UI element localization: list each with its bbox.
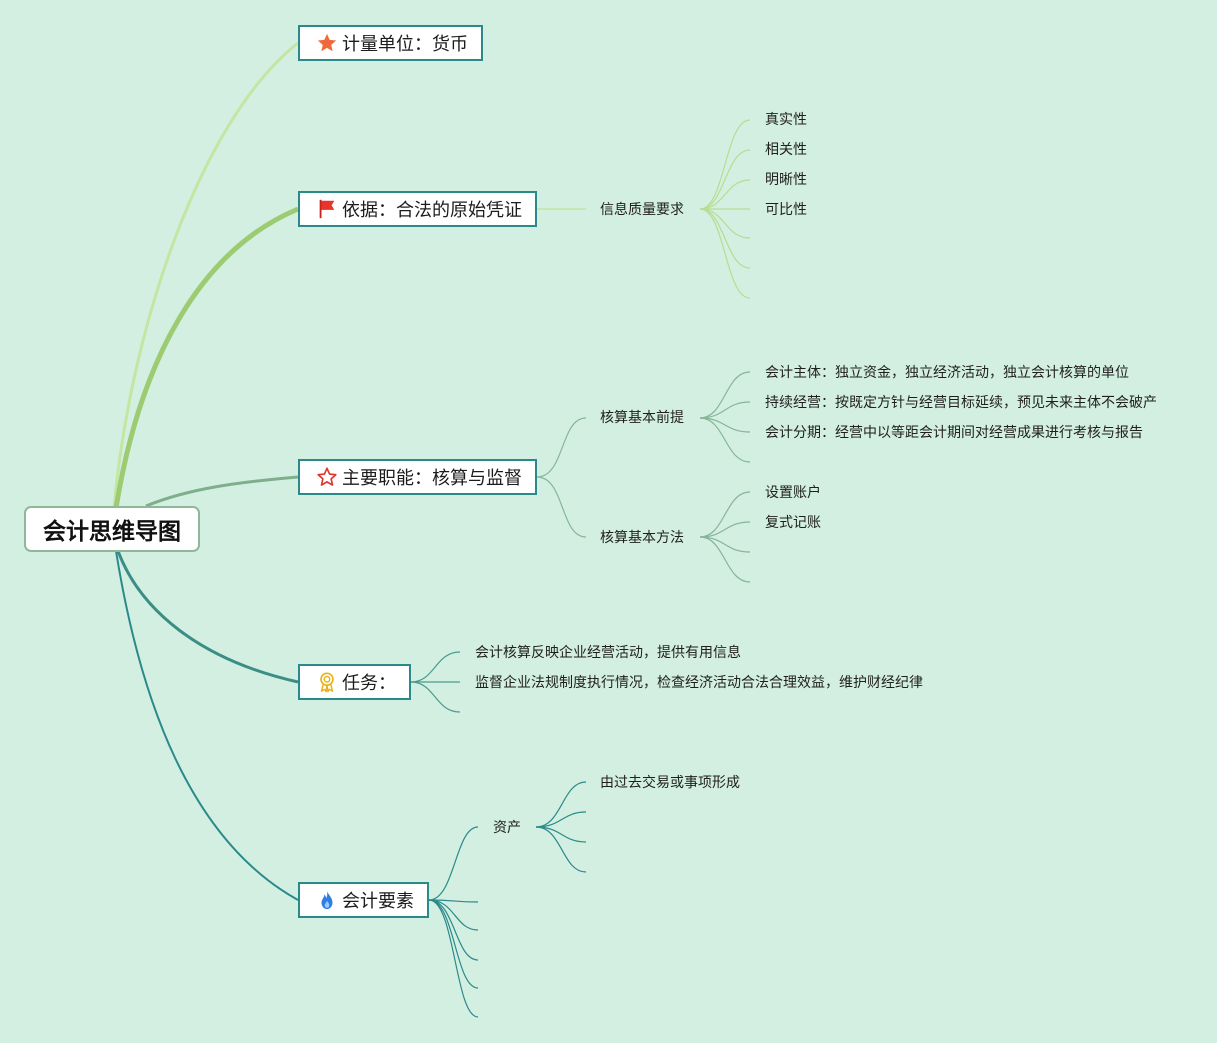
topic-going-concern[interactable]: 持续经营：按既定方针与经营目标延续，预见未来主体不会破产 xyxy=(765,395,1157,411)
topic-set-accounts[interactable]: 设置账户 xyxy=(765,485,821,501)
connector-root-function xyxy=(145,475,299,508)
branch-task[interactable]: 任务： xyxy=(298,664,411,700)
topic-task-supervise[interactable]: 监督企业法规制度执行情况，检查经济活动合法合理效益，维护财经纪律 xyxy=(475,675,923,691)
topic-task-reflect[interactable]: 会计核算反映企业经营活动，提供有用信息 xyxy=(475,645,741,661)
branch-label: 计量单位：货币 xyxy=(342,34,468,55)
topic-basic-premise[interactable]: 核算基本前提 xyxy=(600,410,684,426)
connector-root-elements xyxy=(115,550,299,901)
topic-asset[interactable]: 资产 xyxy=(493,820,521,836)
root-topic-label: 会计思维导图 xyxy=(43,519,181,545)
branch-accounting-elements[interactable]: 会计要素 xyxy=(298,882,429,918)
topic-clarity[interactable]: 明晰性 xyxy=(765,172,807,188)
branch-main-function[interactable]: 主要职能：核算与监督 xyxy=(298,459,537,495)
topic-accounting-entity[interactable]: 会计主体：独立资金，独立经济活动，独立会计核算的单位 xyxy=(765,365,1129,381)
connectors-elements xyxy=(428,781,587,1018)
connectors-quality-items xyxy=(699,119,751,299)
connector-root-unit xyxy=(112,41,299,509)
topic-info-quality[interactable]: 信息质量要求 xyxy=(600,202,684,218)
topic-relevance[interactable]: 相关性 xyxy=(765,142,807,158)
red-flag-icon xyxy=(316,198,338,220)
branch-label: 主要职能：核算与监督 xyxy=(342,468,522,489)
topic-comparability[interactable]: 可比性 xyxy=(765,202,807,218)
topic-accounting-period[interactable]: 会计分期：经营中以等距会计期间对经营成果进行考核与报告 xyxy=(765,425,1143,441)
topic-authenticity[interactable]: 真实性 xyxy=(765,112,807,128)
branch-basis[interactable]: 依据：合法的原始凭证 xyxy=(298,191,537,227)
topic-double-entry[interactable]: 复式记账 xyxy=(765,515,821,531)
orange-star-icon xyxy=(316,32,338,54)
connector-root-task xyxy=(116,550,299,684)
connector-root-basis xyxy=(113,206,299,509)
branch-label: 任务： xyxy=(342,673,396,694)
topic-asset-formed[interactable]: 由过去交易或事项形成 xyxy=(600,775,740,791)
topic-basic-method[interactable]: 核算基本方法 xyxy=(600,530,684,546)
flame-icon xyxy=(316,889,338,911)
connectors-function xyxy=(536,371,751,583)
connectors-task xyxy=(410,651,461,713)
outline-star-icon xyxy=(316,466,338,488)
branch-measurement-unit[interactable]: 计量单位：货币 xyxy=(298,25,483,61)
branch-label: 依据：合法的原始凭证 xyxy=(342,200,522,221)
branch-label: 会计要素 xyxy=(342,891,414,912)
root-topic[interactable]: 会计思维导图 xyxy=(24,506,200,552)
award-ribbon-icon xyxy=(316,671,338,693)
